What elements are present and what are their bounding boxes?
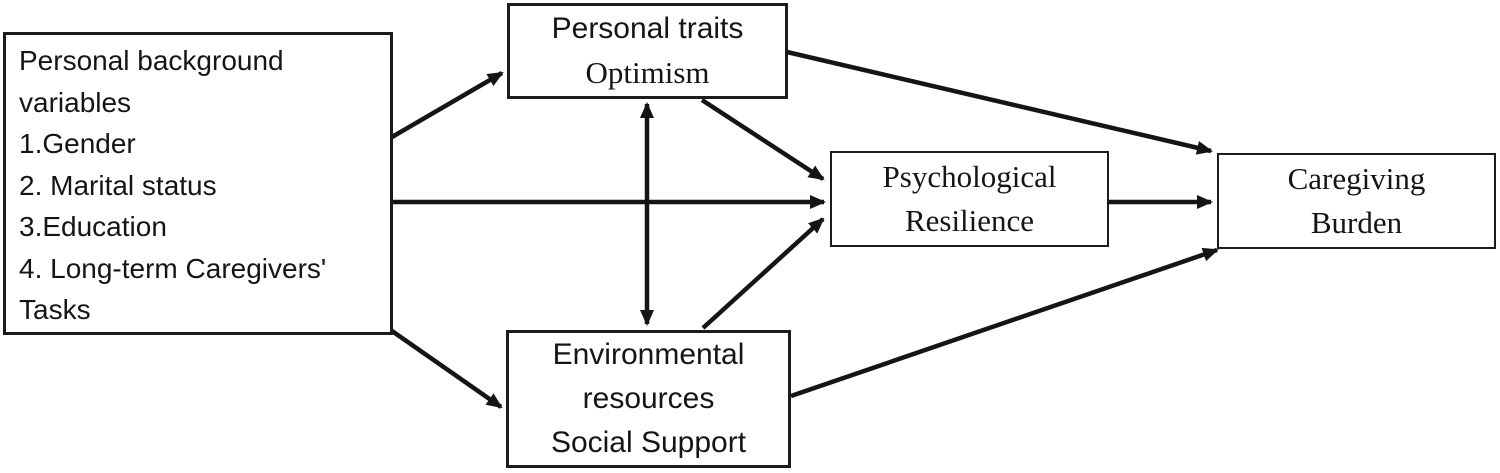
box-line: variables — [19, 86, 132, 118]
personal-background-box: Personal background variables 1.Gender 2… — [3, 32, 393, 335]
box-line: 2. Marital status — [19, 169, 217, 201]
box-line: Personal background — [19, 45, 284, 76]
box-line: Tasks — [19, 294, 91, 325]
box-line: 1.Gender — [19, 128, 136, 159]
arrow-personal-traits-to-psychological-resilience — [700, 98, 825, 181]
box-line: Optimism — [585, 55, 710, 90]
arrow-personal-background-to-personal-traits — [390, 71, 504, 139]
caregiving-burden-box: Caregiving Burden — [1217, 153, 1496, 249]
box-line: Social Support — [550, 426, 747, 459]
arrow-environmental-resources-to-psychological-resilience — [701, 217, 825, 330]
environmental-resources-box: Environmental resources Social Support — [506, 330, 791, 468]
box-line: resources — [582, 382, 715, 415]
box-line: 4. Long-term Caregivers' — [19, 252, 327, 284]
box-line: Personal traits — [551, 12, 744, 45]
box-line: Psychological — [882, 159, 1057, 194]
arrow-environmental-resources-to-caregiving-burden — [790, 247, 1219, 399]
box-line: Caregiving — [1287, 161, 1426, 196]
box-line: Resilience — [904, 203, 1035, 238]
box-line: Environmental — [552, 338, 745, 371]
arrow-personal-traits-to-caregiving-burden — [786, 49, 1213, 155]
box-line: 3.Education — [19, 211, 167, 242]
box-line: Burden — [1310, 205, 1403, 240]
arrow-personal-background-to-environmental-resources — [390, 329, 503, 409]
personal-traits-box: Personal traits Optimism — [507, 3, 788, 99]
psychological-resilience-box: Psychological Resilience — [830, 151, 1109, 247]
